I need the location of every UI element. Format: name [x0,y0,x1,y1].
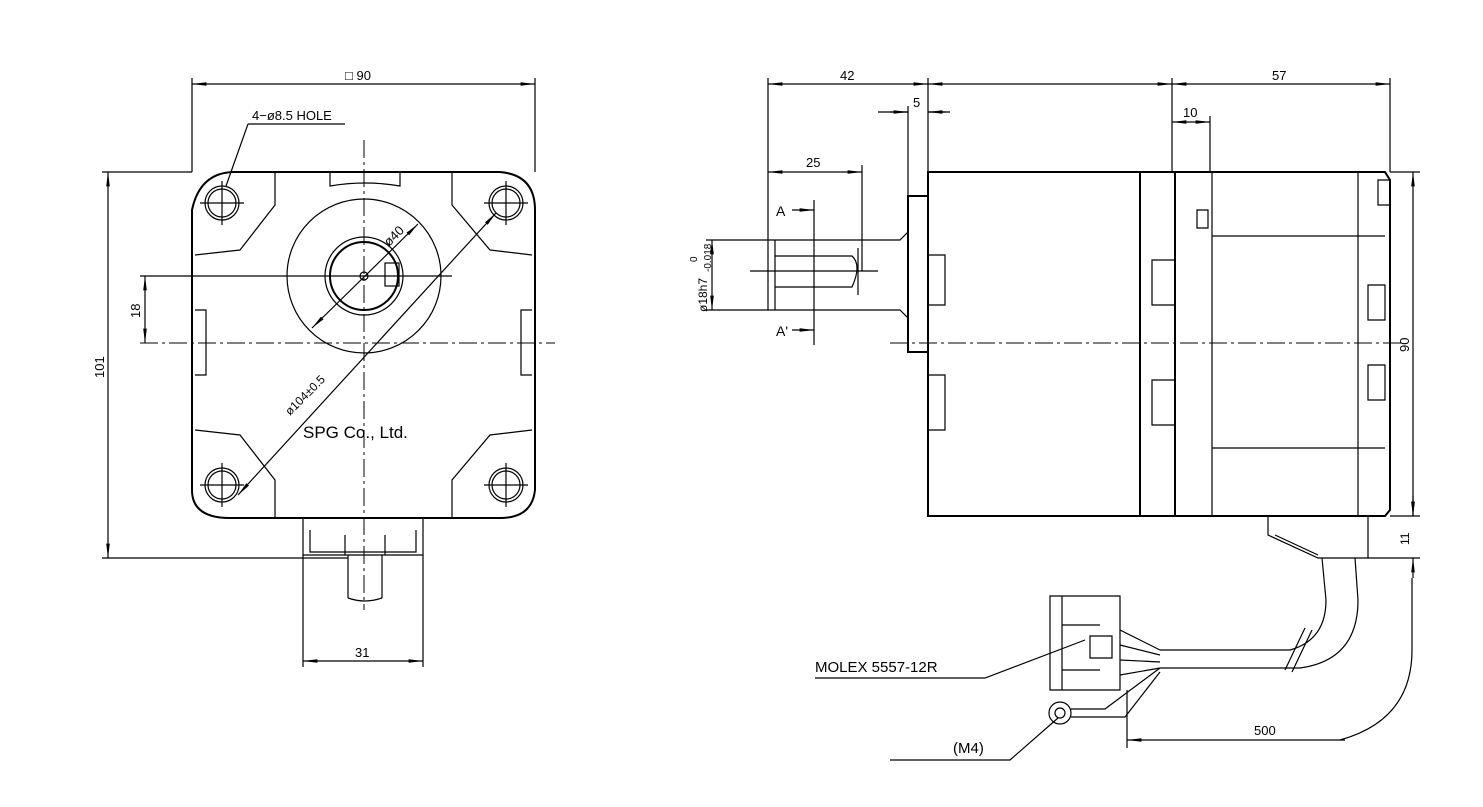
maker-label: SPG Co., Ltd. [303,423,408,442]
connector-width-dim: 31 [355,645,369,660]
mounting-holes [200,181,528,507]
pilot-dim: ø40 [381,223,407,249]
section-a: A [776,203,786,219]
box-dim: 11 [1398,532,1412,545]
ring-dim: 10 [1183,105,1197,120]
front-view: ø40 ø104±0.5 SPG Co., Ltd. □ 90 4−ø8.5 H… [92,68,555,667]
height-dim: 101 [92,356,107,378]
terminal-label: (M4) [953,740,984,757]
height-dim-side: 90 [1397,338,1412,352]
rear-dim: 57 [1272,68,1286,83]
connector-label: MOLEX 5557-12R [815,659,938,676]
pcd-dim: ø104±0.5 [282,372,328,418]
hole-note: 4−ø8.5 HOLE [252,108,332,123]
offset-dim: 18 [128,304,143,318]
shaft-length-dim: 42 [840,68,854,83]
side-view: A A' ø18h7 0 -0.018 42 57 5 10 25 90 11 [689,68,1420,761]
lead-length-dim: 500 [1254,723,1276,738]
shaft-tol-lower: -0.018 [703,243,714,272]
shaft-dia-dim: ø18h7 [696,278,710,312]
section-a-prime: A' [776,323,788,339]
shaft-tol-upper: 0 [689,256,700,262]
width-dim: □ 90 [345,68,371,83]
key-length-dim: 25 [806,155,820,170]
flange-dim: 5 [913,95,920,110]
